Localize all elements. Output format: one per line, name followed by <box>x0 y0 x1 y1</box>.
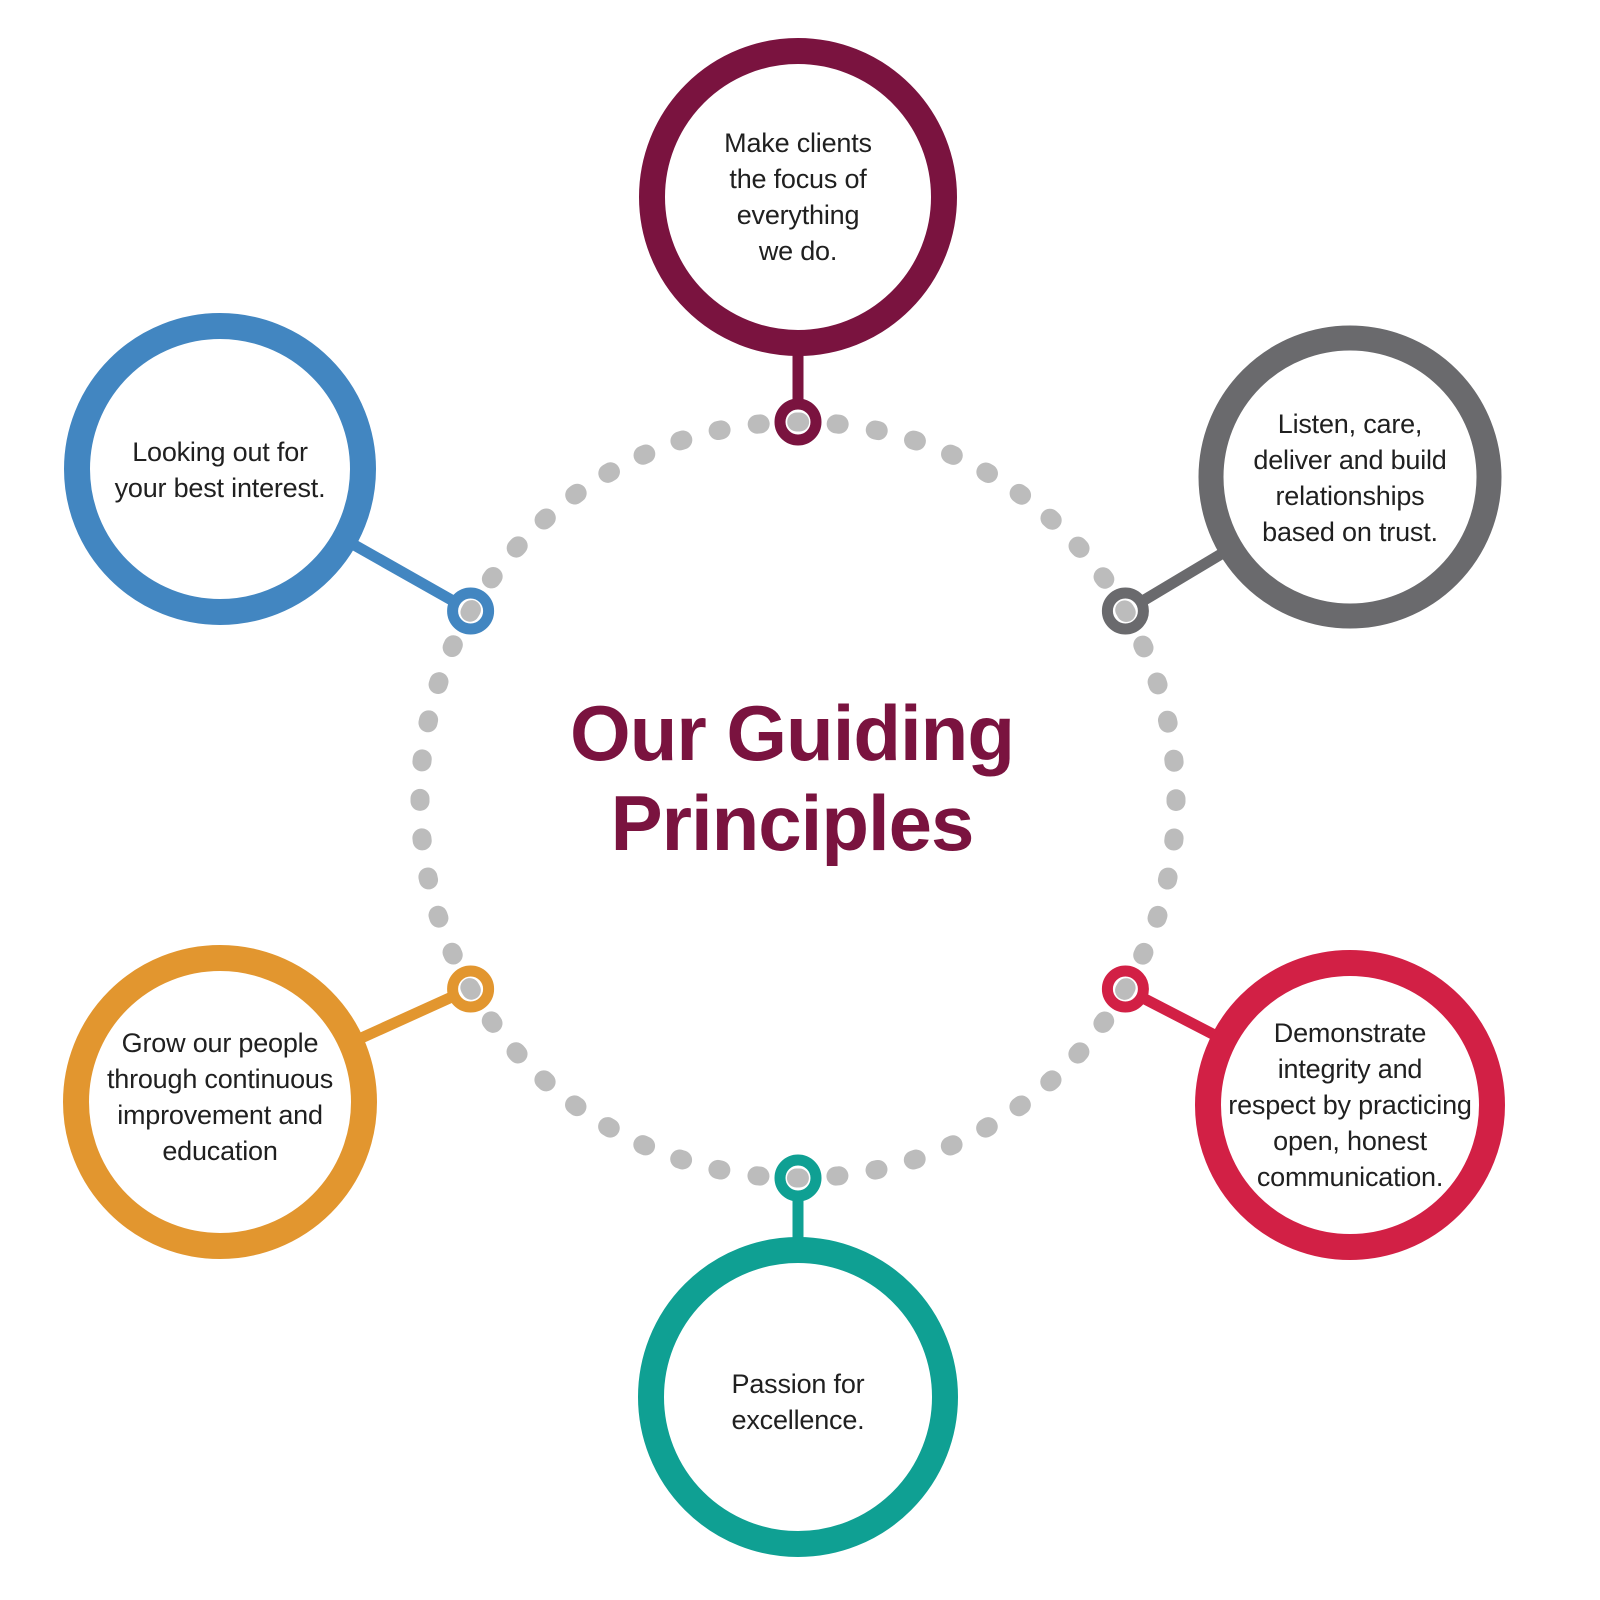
node-label-passion-excellence: Passion for excellence. <box>731 1369 865 1435</box>
node-best-interest <box>64 313 495 635</box>
node-circle <box>63 945 377 1259</box>
node-anchor-ring <box>1101 587 1149 635</box>
node-anchor-ring <box>447 965 495 1013</box>
dotted-circle <box>410 412 1186 1188</box>
node-label-listen-care: Listen, care, deliver and build relation… <box>1253 409 1447 547</box>
node-label-best-interest: Looking out for your best interest. <box>114 437 326 503</box>
node-clients-focus <box>639 38 957 446</box>
node-anchor-ring <box>447 587 495 635</box>
node-label-grow-people: Grow our people through continuous impro… <box>106 1028 334 1166</box>
node-label-integrity-respect: Demonstrate integrity and respect by pra… <box>1228 1018 1472 1192</box>
node-label-clients-focus: Make clients the focus of everything we … <box>724 128 872 266</box>
node-circle <box>1198 325 1502 629</box>
node-circle <box>638 1237 958 1557</box>
node-circle <box>64 313 376 625</box>
node-circle <box>1195 950 1505 1260</box>
diagram-title: Our Guiding Principles <box>570 689 1015 867</box>
node-listen-care <box>1101 325 1502 635</box>
node-passion-excellence <box>638 1154 958 1557</box>
node-integrity-respect <box>1101 950 1505 1260</box>
node-circle <box>639 38 957 356</box>
node-anchor-ring <box>1101 965 1149 1013</box>
node-grow-people <box>63 945 495 1259</box>
node-anchor-ring <box>774 1154 822 1202</box>
node-anchor-ring <box>774 398 822 446</box>
